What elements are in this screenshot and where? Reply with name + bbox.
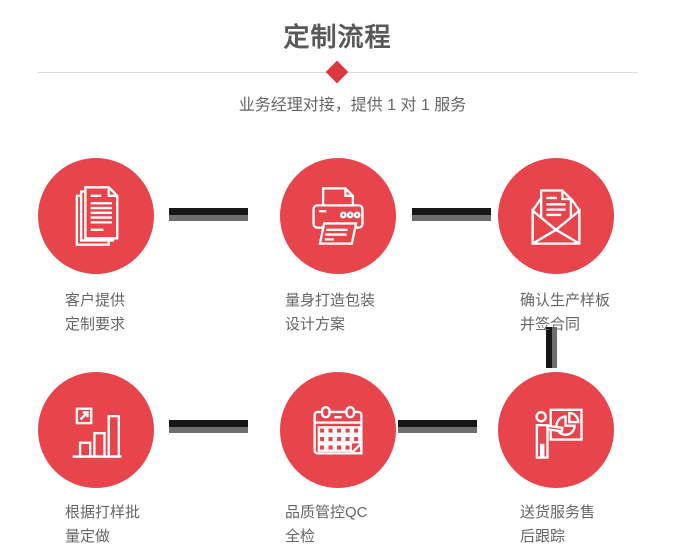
step-circle-5 xyxy=(280,372,396,488)
step-label-line2: 量定做 xyxy=(65,528,111,545)
presentation-icon xyxy=(535,408,583,459)
step-label: 量身打造包装 设计方案 xyxy=(285,289,375,337)
step-label: 确认生产样板 并签合同 xyxy=(520,289,610,337)
step-label-line1: 根据打样批 xyxy=(65,504,141,521)
step-label-line2: 设计方案 xyxy=(285,316,346,333)
envelope-icon xyxy=(531,189,581,245)
printer-icon xyxy=(312,187,364,245)
step-label-line1: 量身打造包装 xyxy=(285,292,376,309)
step-circle-6 xyxy=(498,372,614,488)
step-circle-4 xyxy=(38,372,154,488)
step-circle-3 xyxy=(498,158,614,274)
connector-bar xyxy=(169,420,248,433)
step-label: 送货服务售 后跟踪 xyxy=(520,501,595,549)
connector-bar xyxy=(398,420,477,433)
step-label: 根据打样批 量定做 xyxy=(65,501,140,549)
connector-bar xyxy=(169,208,248,221)
step-label-line1: 品质管控QC xyxy=(285,504,368,521)
step-label-line1: 确认生产样板 xyxy=(520,292,611,309)
step-label-line2: 并签合同 xyxy=(520,316,581,333)
step-label-line2: 后跟踪 xyxy=(520,528,566,545)
connector-bar-vertical xyxy=(546,327,557,368)
section-title: 定制流程 xyxy=(283,22,392,52)
diamond-marker xyxy=(325,60,349,84)
step-label-line1: 送货服务售 xyxy=(520,504,596,521)
step-label-line2: 定制要求 xyxy=(65,316,126,333)
step-label: 客户提供 定制要求 xyxy=(65,289,125,337)
step-label-line2: 全检 xyxy=(285,528,316,545)
step-circle-2 xyxy=(280,158,396,274)
step-label-line1: 客户提供 xyxy=(65,292,126,309)
step-label: 品质管控QC 全检 xyxy=(285,501,368,549)
section-subtitle: 业务经理对接，提供 1 对 1 服务 xyxy=(238,97,467,114)
bar-chart-icon xyxy=(72,407,122,458)
documents-icon xyxy=(75,186,119,246)
calendar-icon xyxy=(313,405,363,455)
connector-bar xyxy=(412,208,491,221)
step-circle-1 xyxy=(38,158,154,274)
